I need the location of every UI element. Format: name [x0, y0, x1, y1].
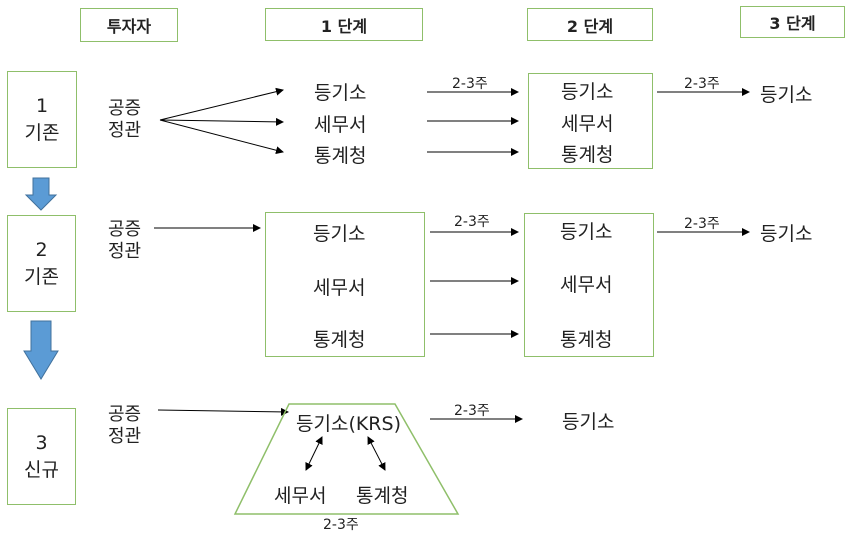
row2-stage3-registry: 등기소	[760, 223, 813, 245]
row2-duration-stage3: 2-3주	[684, 216, 720, 232]
row3-stage1-statistics: 통계청	[356, 485, 409, 507]
row1-stage1-taxoffice: 세무서	[314, 114, 367, 136]
arrow-row3-krs-taxoffice	[305, 436, 323, 471]
row1-stage1-registry: 등기소	[314, 82, 367, 104]
notary-line1: 공증	[108, 404, 142, 425]
row1-stage2-taxoffice: 세무서	[561, 113, 614, 135]
row2-stage1-box: 등기소 세무서 통계청	[265, 212, 425, 357]
row-label-3: 3 신규	[7, 408, 76, 505]
header-step1: 1 단계	[265, 8, 423, 41]
row1-duration-stage3: 2-3주	[684, 76, 720, 92]
row-type: 기존	[24, 265, 59, 288]
down-arrow-row1-to-row2	[24, 177, 58, 211]
row1-stage2-statistics: 통계청	[561, 144, 614, 166]
notary-line1: 공증	[108, 98, 142, 119]
row3-notary: 공증 정관	[108, 404, 141, 448]
arrow-row1-to-registry	[159, 87, 284, 121]
down-arrow-row2-to-row3	[23, 320, 59, 380]
row3-stage1-taxoffice: 세무서	[274, 485, 327, 507]
row2-stage2-taxoffice: 세무서	[560, 274, 613, 296]
row2-duration-stage2: 2-3주	[454, 214, 490, 230]
arrow-row1-to-taxoffice	[159, 117, 284, 126]
row-number: 2	[35, 238, 48, 261]
row1-stage2-box: 등기소 세무서 통계청	[528, 73, 653, 169]
row2-stage2-statistics: 통계청	[560, 329, 613, 351]
row1-stage2-registry: 등기소	[561, 81, 614, 103]
row-label-2: 2 기존	[7, 215, 76, 312]
row-type: 신규	[24, 458, 59, 481]
notary-line1: 공증	[108, 219, 142, 240]
row2-stage2-registry: 등기소	[560, 221, 613, 243]
row-number: 3	[35, 431, 48, 454]
row-number: 1	[35, 94, 49, 117]
row3-stage1-registry-krs: 등기소(KRS)	[296, 413, 401, 435]
row2-stage2-box: 등기소 세무서 통계청	[524, 213, 654, 357]
header-investor: 투자자	[80, 8, 178, 42]
row2-stage1-statistics: 통계청	[313, 329, 366, 351]
row1-notary: 공증 정관	[108, 98, 141, 142]
notary-line2: 정관	[108, 241, 142, 262]
header-step2: 2 단계	[527, 8, 653, 41]
notary-line2: 정관	[108, 426, 142, 447]
arrow-row3-krs-statistics	[367, 436, 386, 471]
row-label-1: 1 기존	[7, 71, 77, 168]
row2-stage1-registry: 등기소	[313, 223, 366, 245]
row3-duration-stage2: 2-3주	[454, 403, 490, 419]
notary-line2: 정관	[108, 120, 142, 141]
row2-stage1-taxoffice: 세무서	[313, 277, 366, 299]
row1-stage3-registry: 등기소	[760, 84, 813, 106]
row3-duration-stage1: 2-3주	[323, 517, 359, 533]
row3-stage1-trapezoid	[233, 403, 460, 515]
row1-duration-stage2: 2-3주	[452, 76, 488, 92]
row1-stage1-statistics: 통계청	[314, 145, 367, 167]
row3-stage2-registry: 등기소	[562, 411, 615, 433]
row2-notary: 공증 정관	[108, 219, 141, 263]
row-type: 기존	[24, 121, 60, 144]
arrow-row3-to-krs	[157, 407, 289, 416]
arrow-row1-to-statistics	[159, 119, 284, 155]
header-step3: 3 단계	[740, 6, 845, 38]
